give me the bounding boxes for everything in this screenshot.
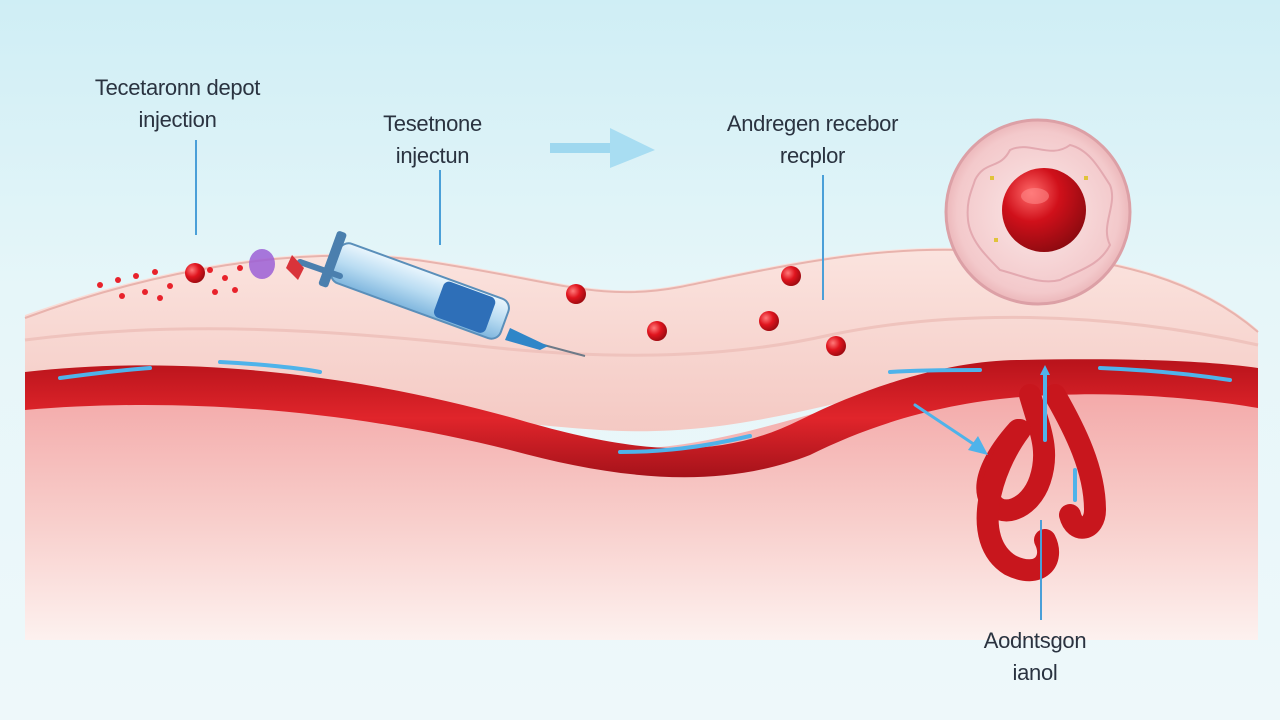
tissue-layer [25,380,1258,640]
label-testosterone-injection-line2: injectun [395,143,470,168]
depot-blob [249,249,275,279]
process-arrowhead [610,128,655,168]
molecule [566,284,586,304]
flow-arrowhead [1040,365,1050,375]
cell-cytoplasm-texture [966,143,1114,283]
molecule [647,321,667,341]
syringe-plunger [297,259,343,279]
diffusion-arrowhead [968,436,988,455]
syringe [286,231,586,357]
molecule [185,263,205,283]
dermis-line [24,315,1259,357]
label-androgen-bottom-line2: ianol [1012,660,1058,685]
molecule [759,311,779,331]
target-cell [944,118,1132,306]
flow-arrow [218,360,322,374]
nucleus-highlight [1021,188,1049,204]
cell-nucleus [1002,168,1086,252]
molecule [826,336,846,356]
flow-arrow [618,434,752,454]
depot-particles [97,265,243,301]
molecule [781,266,801,286]
flow-arrows [58,360,1232,502]
label-testosterone-injection-line1: Tesetnone [383,111,482,136]
diffusion-arrow [913,403,977,447]
label-depot-injection: Tecetaronn depot injection [60,72,295,136]
label-androgen-bottom-line1: Aodntsgon [983,628,1087,653]
flow-arrow [58,366,152,380]
molecules [185,263,846,356]
syringe-fluid [433,281,496,333]
flow-arrow [888,368,982,374]
label-androgen-receptor: Andregen recebor recplor [695,108,930,172]
label-depot-injection-line2: injection [138,107,217,132]
label-androgen-bottom: Aodntsgon ianol [955,625,1115,689]
label-testosterone-injection: Tesetnone injectun [345,108,520,172]
vessel-branch-loop [976,419,1060,582]
label-androgen-receptor-line1: Andregen recebor [726,111,899,136]
syringe-tip [505,328,548,350]
blood-vessel [25,359,1258,478]
label-androgen-receptor-line2: recplor [779,143,846,168]
flow-arrow [1098,366,1232,382]
pointer-lines [195,140,1042,620]
syringe-plunger-head [286,255,304,280]
label-depot-injection-line1: Tecetaronn depot [94,75,261,100]
